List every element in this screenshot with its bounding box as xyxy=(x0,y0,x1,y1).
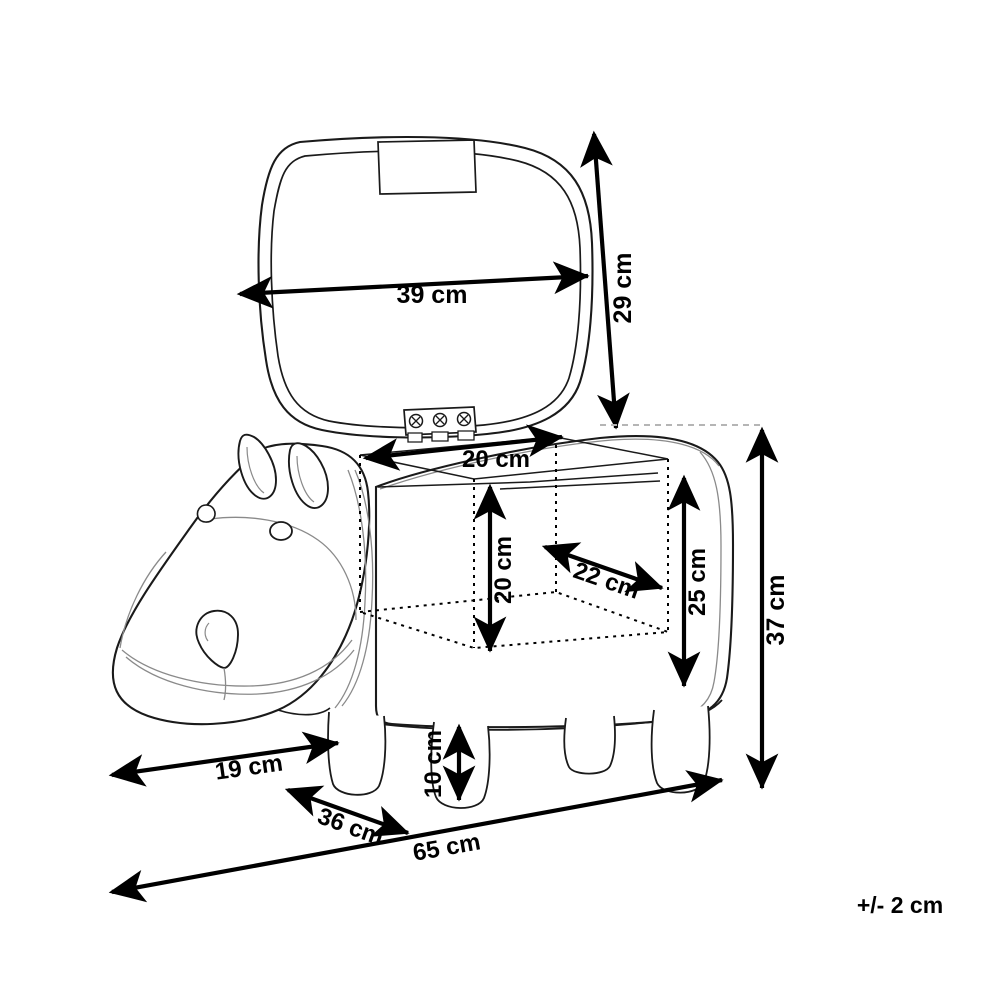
dimension-total-height-label: 37 cm xyxy=(762,575,790,646)
dimension-total-height: 37 cm xyxy=(745,426,790,790)
dimension-total-length: 65 cm xyxy=(108,770,724,903)
hinge-screw-3 xyxy=(456,411,472,427)
hippo-head-outline xyxy=(111,442,371,726)
seat-rim-line-2 xyxy=(499,480,661,490)
hippo-nostril-highlight xyxy=(204,622,210,642)
tolerance-note: +/- 2 cm xyxy=(857,892,943,918)
dimension-seat-height: 25 cm xyxy=(667,474,711,688)
dimension-head-length-label: 19 cm xyxy=(213,749,284,785)
head-body-connector xyxy=(277,707,331,716)
stool-body-group xyxy=(111,433,735,809)
head-neck-seam-2 xyxy=(334,469,367,709)
dimension-opening-width: 20 cm xyxy=(362,424,564,473)
dimension-opening-width-label: 20 cm xyxy=(462,446,530,473)
leg-rear-right xyxy=(650,705,711,794)
hinge-knuckle-1 xyxy=(407,432,423,443)
hippo-eye xyxy=(269,521,293,541)
hinge-screw-2 xyxy=(432,412,448,428)
seat-rim-line xyxy=(377,472,659,488)
leg-rear-left xyxy=(563,715,616,775)
dimension-lid-height-label: 29 cm xyxy=(609,253,637,324)
dimension-seat-height-label: 25 cm xyxy=(684,548,711,616)
dimension-lid-height: 29 cm xyxy=(580,130,637,430)
head-neck-seam xyxy=(341,469,374,707)
hinge-group xyxy=(403,406,477,443)
hinge-knuckle-3 xyxy=(457,430,475,441)
hippo-ear-left xyxy=(237,433,277,500)
lid-label-patch xyxy=(377,139,477,195)
dimension-leg-height-label: 10 cm xyxy=(420,730,447,798)
hippo-ear-right-inner xyxy=(296,455,315,503)
dimension-interior-depth: 20 cm xyxy=(473,483,517,653)
head-cheek-seam xyxy=(119,551,167,649)
dimension-lid-width-label: 39 cm xyxy=(397,281,468,309)
hippo-brow-bump xyxy=(196,504,216,523)
body-right-seam xyxy=(683,451,722,717)
head-muzzle-seam-3 xyxy=(125,649,355,695)
head-muzzle-seam-1 xyxy=(209,516,357,621)
dimension-head-length: 19 cm xyxy=(108,731,340,787)
head-muzzle-seam-2 xyxy=(121,639,353,687)
hinge-knuckle-2 xyxy=(431,431,449,442)
hippo-ear-right xyxy=(288,442,329,509)
dimension-interior-depth-label: 20 cm xyxy=(490,536,517,604)
dimension-lid-width: 39 cm xyxy=(236,261,590,309)
hippo-chin-seam xyxy=(223,667,227,701)
body-top-seam xyxy=(379,438,720,490)
hippo-ear-left-inner xyxy=(246,446,265,494)
leg-front-left xyxy=(327,711,387,796)
hinge-screw-1 xyxy=(408,413,424,429)
